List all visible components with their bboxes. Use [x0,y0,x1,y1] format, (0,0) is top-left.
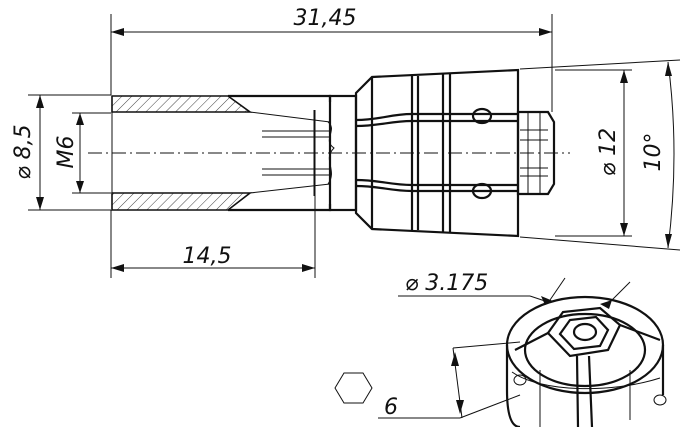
bore-small-label: ⌀ 3.175 [405,271,488,296]
bore-diameter-label: ⌀ 8,5 [11,124,36,179]
dimension-hex-size: 6 [378,341,521,420]
dimension-shank-length: 14,5 [110,110,316,278]
dimension-taper-angle: 10° [519,59,681,251]
hex-size-label: 6 [384,395,398,420]
thread-label: M6 [54,136,79,169]
collet-isometric-view [505,295,667,427]
dimension-bore-small: ⌀ 3.175 [398,271,631,309]
dimension-bore-diameter: ⌀ 8,5 [11,94,111,211]
collet-body [328,68,556,238]
dimension-body-diameter: ⌀ 12 [555,69,632,237]
shank-length-label: 14,5 [183,244,232,269]
dimension-thread: M6 [54,112,111,194]
hex-symbol [334,372,373,404]
overall-length-label: 31,45 [294,6,357,31]
shank-section [111,94,335,212]
dimension-overall-length: 31,45 [110,6,553,112]
body-diameter-label: ⌀ 12 [596,128,621,176]
taper-angle-label: 10° [641,133,666,172]
